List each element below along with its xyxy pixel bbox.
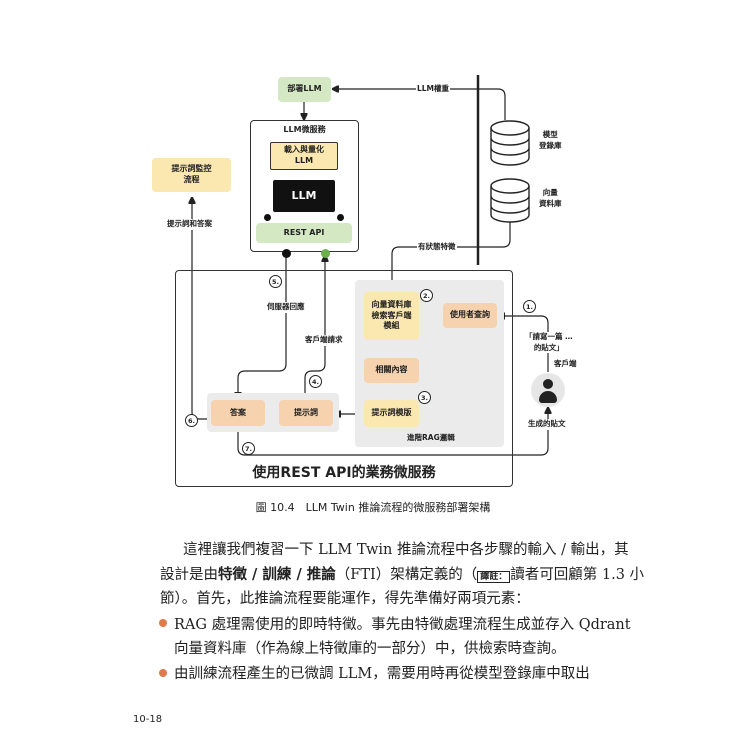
connector-dot: [264, 214, 271, 221]
client-label: 客戶端: [554, 359, 577, 368]
business-microservice-title: 使用REST API的業務微服務: [252, 465, 436, 481]
prompt-template-box: 提示詞模版: [364, 400, 419, 427]
text: 讀者可回顧第 1.3 小: [510, 567, 645, 583]
bullet-line: RAG 處理需使用的即時特徵。事先由特徵處理流程生成並存入 Qdrant: [174, 617, 631, 633]
step-7-badge: 7.: [242, 442, 255, 455]
llm-weights-label: LLM權重: [416, 84, 451, 95]
bullet-line: 由訓練流程產生的已微調 LLM，需要用時再從模型登錄庫中取出: [174, 666, 590, 682]
relevant-context-box: 相關內容: [364, 358, 419, 383]
user-avatar-icon: [531, 373, 565, 407]
deploy-llm-box: 部署LLM: [278, 77, 331, 102]
llm-microservice-title: LLM微服務: [283, 124, 326, 134]
bullet-icon: [159, 619, 167, 627]
step-5-badge: 5.: [269, 275, 282, 288]
paragraph-line: 節）。首先，此推論流程要能運作，得先準備好兩項元素：: [160, 591, 530, 607]
page-number: 10-18: [133, 714, 163, 725]
prompt-monitoring-box: 提示詞監控 流程: [152, 158, 231, 192]
step-4-badge: 4.: [309, 375, 322, 388]
text: （FTI）架構定義的（: [335, 567, 478, 583]
llm-box: LLM: [273, 180, 335, 212]
stateful-features-label: 有狀態特徵: [417, 242, 457, 253]
answer-box: 答案: [211, 400, 265, 426]
step-1-badge: 1.: [523, 300, 536, 313]
figure-caption: 圖 10.4 LLM Twin 推論流程的微服務部署架構: [255, 501, 491, 514]
load-quantize-box: 載入與量化 LLM: [270, 142, 338, 170]
translator-note-tag: 譯註：: [477, 571, 511, 583]
generated-post-label: 生成的貼文: [527, 419, 567, 430]
model-registry-db-icon: [490, 120, 530, 166]
paragraph-line: 設計是由特徵 / 訓練 / 推論（FTI）架構定義的（譯註：讀者可回顧第 1.3…: [160, 563, 644, 584]
step-2-badge: 2.: [420, 289, 433, 302]
vector-db-label: 向量 資料庫: [539, 188, 562, 208]
vector-db-icon: [490, 178, 530, 223]
bold-text: 特徵 / 訓練 / 推論: [218, 566, 336, 583]
user-request-label: 「請寫一篇 … 的貼文」: [524, 332, 574, 353]
response-port-dot: [282, 249, 291, 258]
server-response-label: 伺服器回應: [266, 302, 306, 313]
prompt-and-answer-label: 提示詞和答案: [166, 219, 213, 230]
client-request-label: 客戶端請求: [304, 335, 344, 346]
user-query-box: 使用者查詢: [443, 303, 497, 328]
bullet-icon: [159, 669, 167, 677]
business-microservice-container: [175, 270, 513, 487]
prompt-box: 提示詞: [279, 400, 333, 426]
vector-client-box: 向量資料庫 檢索客戶端 模組: [364, 292, 419, 340]
model-registry-label: 模型 登錄庫: [539, 130, 562, 150]
bullet-line: 向量資料庫（作為線上特徵庫的一部分）中，供檢索時查詢。: [174, 641, 566, 657]
step-6-badge: 6.: [185, 414, 198, 427]
step-3-badge: 3.: [418, 391, 431, 404]
advanced-rag-label: 進階RAG邏輯: [407, 433, 455, 442]
request-port-dot: [321, 249, 330, 258]
paragraph-line: 這裡讓我們複習一下 LLM Twin 推論流程中各步驟的輸入 / 輸出，其: [183, 542, 629, 558]
text: 設計是由: [160, 567, 218, 583]
rest-api-box: REST API: [256, 223, 352, 243]
connector-dot: [337, 214, 344, 221]
